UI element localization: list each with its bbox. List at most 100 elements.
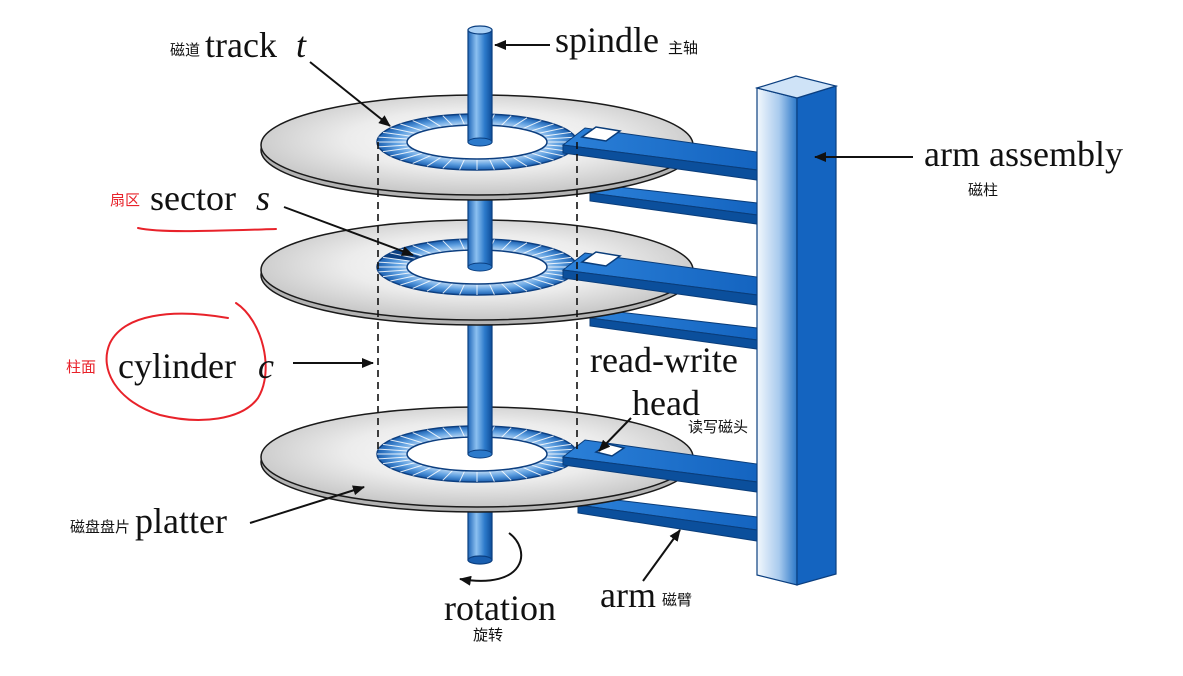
sector-divider xyxy=(530,435,554,444)
sector-divider xyxy=(382,131,412,137)
sector-divider xyxy=(500,115,512,127)
sector-divider xyxy=(378,144,409,148)
sector-divider xyxy=(426,242,443,253)
spindle-top-segment xyxy=(467,25,493,147)
sector-divider xyxy=(459,283,466,295)
sector-divider xyxy=(545,261,576,265)
cylinder-symbol: c xyxy=(258,346,274,386)
sector-divider xyxy=(537,150,564,157)
arm-label-zh: 磁臂 xyxy=(662,591,692,609)
cylinder-label-zh: 柱面 xyxy=(66,358,96,376)
platter-label-zh: 磁盘盘片 xyxy=(70,518,130,536)
sector-divider xyxy=(412,466,433,476)
arm-lower-3 xyxy=(577,497,758,542)
sector-divider xyxy=(521,279,542,289)
sector-divider xyxy=(390,275,417,282)
sector-divider xyxy=(378,269,409,273)
rotation-label-zh: 旋转 xyxy=(473,626,503,644)
arm-lower-1 xyxy=(589,185,758,225)
sector-divider xyxy=(488,470,495,482)
sector-divider xyxy=(442,157,454,169)
spindle-middle-segment xyxy=(467,311,493,459)
read-write-label: read-write xyxy=(590,340,738,380)
sector-underline xyxy=(137,227,277,233)
arm-label: arm xyxy=(600,575,656,615)
sector-divider xyxy=(537,439,564,446)
arm-upper-2 xyxy=(561,251,758,306)
sector-divider xyxy=(412,154,433,164)
sector-divider xyxy=(500,282,512,294)
sector-divider xyxy=(412,279,433,289)
sector-divider xyxy=(542,443,572,449)
cylinder-label: cylinder xyxy=(118,346,236,386)
sector-divider xyxy=(511,468,528,479)
sector-divider xyxy=(521,120,542,130)
sector-divider xyxy=(511,156,528,167)
pointer-arrows xyxy=(249,40,913,586)
sector-divider xyxy=(488,283,495,295)
sector-divider xyxy=(500,157,512,169)
sector-divider xyxy=(400,435,424,444)
sector-divider xyxy=(511,117,528,128)
rotation-label: rotation xyxy=(444,588,556,628)
sector-divider xyxy=(426,117,443,128)
sector-divider xyxy=(378,448,409,452)
sector-divider xyxy=(400,464,424,473)
sector-divider xyxy=(521,154,542,164)
sector-divider xyxy=(511,242,528,253)
sector-divider xyxy=(390,462,417,469)
sector-dividers-3 xyxy=(377,426,577,482)
head-arrow xyxy=(598,417,632,452)
cylinder-circle xyxy=(105,302,267,421)
platter-arrow xyxy=(249,485,365,524)
sector-divider xyxy=(459,426,466,438)
sector-divider xyxy=(542,256,572,262)
sector-divider xyxy=(412,120,433,130)
sector-divider xyxy=(521,432,542,442)
sector-divider xyxy=(378,456,409,460)
sector-divider xyxy=(400,123,424,132)
sector-divider xyxy=(545,136,576,140)
sector-divider xyxy=(390,150,417,157)
sector-divider xyxy=(442,115,454,127)
sector-divider xyxy=(537,252,564,259)
sector-divider xyxy=(442,427,454,439)
sector-divider xyxy=(390,439,417,446)
sector-divider xyxy=(459,114,466,126)
sector-divider xyxy=(530,152,554,161)
sector-divider xyxy=(530,464,554,473)
labels: 磁道 track t spindle 主轴 arm assembly 磁柱 扇区… xyxy=(66,20,1123,644)
sector-label-zh: 扇区 xyxy=(110,191,140,209)
read-write-head-2 xyxy=(580,251,622,267)
spindle-top-cap xyxy=(467,25,493,35)
track-symbol: t xyxy=(296,25,307,65)
track-label: track xyxy=(205,25,277,65)
track-label-zh: 磁道 xyxy=(170,41,200,59)
sector-divider xyxy=(442,469,454,481)
sector-divider xyxy=(488,158,495,170)
sector-divider xyxy=(382,147,412,153)
sector-divider xyxy=(382,443,412,449)
sector-divider xyxy=(426,156,443,167)
arm-upper-1 xyxy=(561,126,758,181)
sector-divider xyxy=(426,281,443,292)
sector-divider xyxy=(412,245,433,255)
sector-divider xyxy=(459,239,466,251)
sector-divider xyxy=(390,127,417,134)
sector-divider xyxy=(382,272,412,278)
sector-dividers-2 xyxy=(377,239,577,295)
sector-divider xyxy=(400,277,424,286)
sector-divider xyxy=(542,131,572,137)
red-annotations xyxy=(105,227,277,421)
sector-divider xyxy=(382,256,412,262)
sector-divider xyxy=(537,127,564,134)
cylinder-dashed-lines xyxy=(377,142,578,454)
sector-divider xyxy=(521,466,542,476)
sector-arrow xyxy=(283,206,414,256)
sector-divider xyxy=(537,275,564,282)
sector-divider xyxy=(378,136,409,140)
sector-divider xyxy=(400,152,424,161)
sector-divider xyxy=(412,432,433,442)
sector-divider xyxy=(378,261,409,265)
